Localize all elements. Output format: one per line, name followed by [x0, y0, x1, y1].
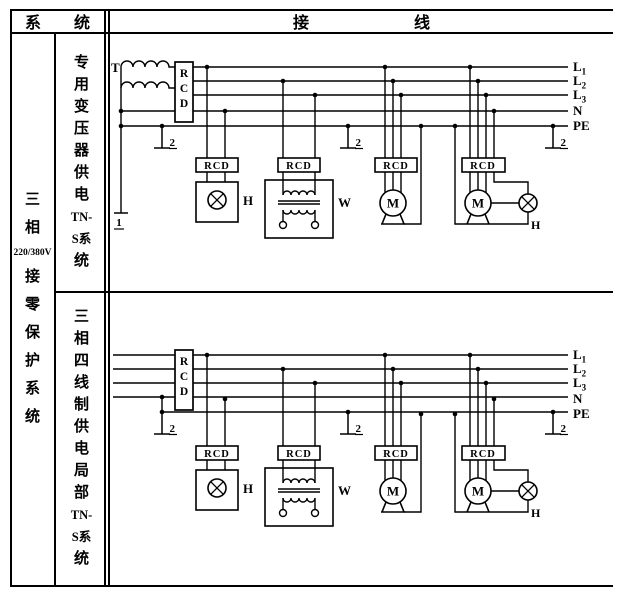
branch-lamp — [196, 65, 253, 222]
double-line-outer — [104, 9, 106, 587]
row1-label-column: 专 用 变 压 器 供 电 TN- S系 统 — [56, 33, 107, 291]
row1-char: S系 — [71, 231, 92, 246]
branch-welder — [264, 77, 352, 239]
repeated-earth — [544, 122, 569, 150]
row1-char: 专 — [73, 54, 89, 71]
row1-char: TN- — [70, 209, 93, 224]
bus-lines — [121, 66, 568, 127]
row2-label-column: 三 相 四 线 制 供 电 局 部 TN- S系 统 — [56, 292, 107, 585]
bus-label-set — [573, 59, 590, 133]
bus-label-set — [573, 347, 590, 421]
row2-char: 线 — [73, 375, 89, 391]
system-char: 相 — [24, 220, 40, 236]
system-char: 接 — [24, 269, 40, 285]
header-system: 系统 — [25, 15, 124, 32]
row2-char: 相 — [73, 331, 89, 347]
branch-motor-lamp — [453, 65, 541, 232]
row2-char: TN- — [70, 508, 93, 522]
system-char: 保 — [24, 325, 40, 341]
repeated-earth — [339, 122, 364, 150]
branch-motor-lamp — [453, 353, 541, 520]
double-line-inner — [108, 9, 110, 587]
column-divider — [54, 32, 56, 587]
row2-char: 统 — [73, 551, 89, 567]
border-bottom — [10, 585, 613, 587]
row2-char: 四 — [73, 353, 89, 369]
header-wiring: 接线 — [292, 15, 535, 32]
main-rcd — [174, 349, 194, 411]
system-char: 三 — [24, 192, 40, 208]
branch-motor — [375, 65, 423, 224]
row1-char: 压 — [73, 120, 89, 137]
row1-char: 变 — [73, 98, 89, 115]
branch-lamp — [196, 353, 253, 510]
circuit-diagram-transformer-tns: M 2 R C D L1 L2 L3 N PE — [111, 59, 590, 239]
header-underline — [10, 32, 613, 34]
row2-char: 局 — [73, 463, 89, 479]
row2-char: 制 — [73, 397, 89, 413]
main-rcd — [174, 61, 194, 123]
row1-char: 供 — [73, 164, 89, 181]
border-top — [10, 9, 613, 11]
row1-char: 器 — [73, 142, 89, 159]
system-voltage: 220/380V — [13, 248, 52, 258]
repeated-earth — [339, 408, 364, 436]
row2-char: 三 — [73, 309, 89, 325]
system-earth-label: 1 — [116, 217, 122, 229]
row2-char: 电 — [73, 441, 89, 457]
branch-welder — [264, 365, 352, 527]
row1-char: 用 — [73, 76, 89, 93]
bus-lines — [113, 354, 568, 413]
row2-char: 部 — [73, 485, 89, 501]
branch-motor — [375, 353, 423, 512]
repeated-earth — [153, 122, 178, 150]
repeated-earth — [153, 408, 178, 436]
system-char: 护 — [24, 353, 40, 369]
border-left — [10, 9, 12, 587]
transformer: T 1 — [111, 60, 175, 230]
row2-char: S系 — [71, 530, 92, 544]
row-divider — [54, 291, 613, 293]
system-column: 三 相 220/380V 接 零 保 护 系 统 — [11, 33, 54, 585]
circuit-diagram-local-tns — [113, 347, 590, 527]
system-char: 系 — [24, 381, 40, 397]
system-char: 零 — [24, 297, 40, 313]
row1-char: 统 — [73, 252, 89, 269]
repeated-earth — [544, 408, 569, 436]
row2-char: 供 — [73, 419, 89, 435]
transformer-label: T — [111, 60, 120, 75]
row1-char: 电 — [73, 186, 89, 203]
junction-dot — [159, 394, 165, 400]
system-char: 统 — [24, 409, 40, 425]
